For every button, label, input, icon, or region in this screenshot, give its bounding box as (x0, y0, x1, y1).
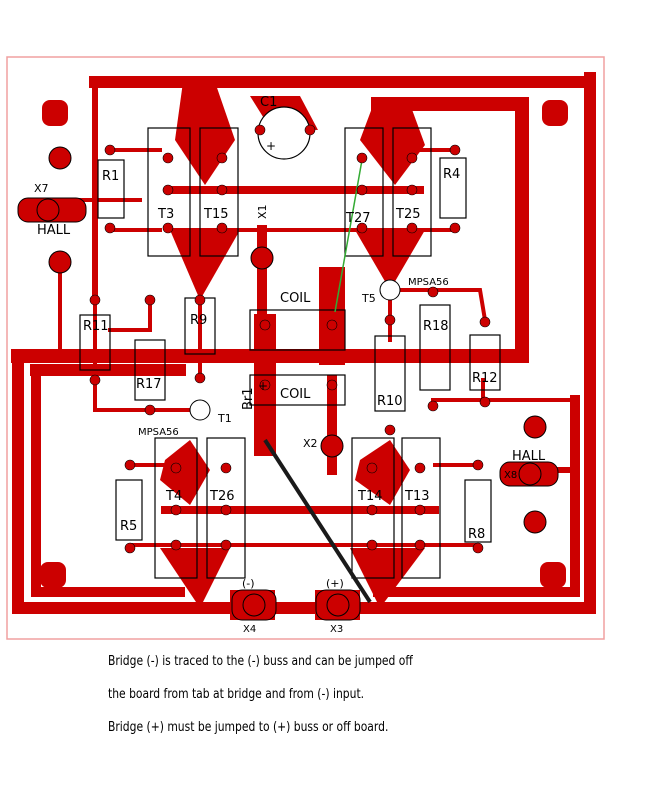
note-line-2: the board from tab at bridge and from (-… (108, 687, 365, 702)
label-hall-left: HALL (37, 223, 71, 238)
note-line-1: Bridge (-) is traced to the (-) buss and… (108, 654, 413, 669)
label-X4: X4 (243, 624, 256, 635)
label-T25: T25 (395, 207, 420, 222)
label-C1: C1 (260, 95, 277, 110)
T4-outline (154, 437, 198, 579)
coil-top-outline (249, 309, 346, 351)
label-T5: T5 (361, 292, 376, 305)
label-R4: R4 (443, 167, 460, 182)
pin-pads (89, 124, 491, 554)
R11-outline (79, 314, 111, 371)
T26-outline (206, 437, 246, 579)
T3-outline (147, 127, 191, 257)
T13-outline (401, 437, 441, 579)
T25-outline (392, 127, 432, 257)
label-mpsa-bottom: MPSA56 (138, 427, 179, 438)
R5-outline (115, 479, 143, 541)
label-T27: T27 (345, 211, 370, 226)
label-C1-plus: + (266, 139, 276, 153)
label-R10: R10 (377, 394, 403, 409)
label-T1: T1 (217, 412, 232, 425)
label-coil-plus: + (258, 379, 268, 393)
R8-outline (464, 479, 492, 543)
label-R8: R8 (468, 527, 485, 542)
bridge-jumper-wire (263, 438, 372, 604)
label-X8: X8 (504, 470, 517, 481)
R12-outline (469, 334, 501, 391)
mounting-pads (40, 100, 568, 588)
label-R5: R5 (120, 519, 137, 534)
label-R11: R11 (83, 319, 109, 334)
R10-outline (374, 335, 406, 412)
pcb-layout-diagram: C1 + R1 R4 T3 T15 T27 T25 X1 X7 HALL COI… (6, 56, 605, 640)
label-minus-tab: (-) (242, 577, 255, 590)
round-pads (48, 146, 547, 534)
label-T26: T26 (209, 489, 234, 504)
T15-outline (199, 127, 239, 257)
T27-outline (344, 127, 384, 257)
label-T13: T13 (404, 489, 429, 504)
connector-tabs (17, 197, 559, 621)
label-T3: T3 (157, 207, 174, 222)
label-X3: X3 (330, 624, 343, 635)
label-R1: R1 (102, 169, 119, 184)
label-T15: T15 (203, 207, 228, 222)
component-outlines (79, 127, 501, 579)
label-R12: R12 (472, 371, 498, 386)
silkscreen-labels: C1 + R1 R4 T3 T15 T27 T25 X1 X7 HALL COI… (34, 95, 546, 635)
label-Br1: Br1 (241, 387, 256, 410)
board-outline (6, 56, 605, 640)
label-R9: R9 (190, 313, 207, 328)
label-X1: X1 (256, 204, 269, 219)
R1-outline (97, 159, 125, 219)
label-coil-top: COIL (280, 291, 311, 306)
label-mpsa-top: MPSA56 (408, 277, 449, 288)
R18-outline (419, 304, 451, 391)
label-T14: T14 (357, 489, 382, 504)
T14-outline (351, 437, 395, 579)
green-jumper-wire (334, 159, 363, 313)
note-line-3: Bridge (+) must be jumped to (+) buss or… (108, 720, 389, 735)
label-X7: X7 (34, 182, 49, 195)
label-R17: R17 (136, 377, 162, 392)
label-X2: X2 (303, 437, 318, 450)
label-coil-bottom: COIL (280, 387, 311, 402)
coil-bottom-outline (249, 374, 346, 406)
label-T4: T4 (165, 489, 182, 504)
copper-traces (11, 72, 596, 614)
label-hall-right: HALL (512, 449, 546, 464)
R4-outline (439, 157, 467, 219)
label-R18: R18 (423, 319, 449, 334)
R17-outline (134, 339, 166, 401)
label-plus-tab: (+) (326, 577, 344, 590)
